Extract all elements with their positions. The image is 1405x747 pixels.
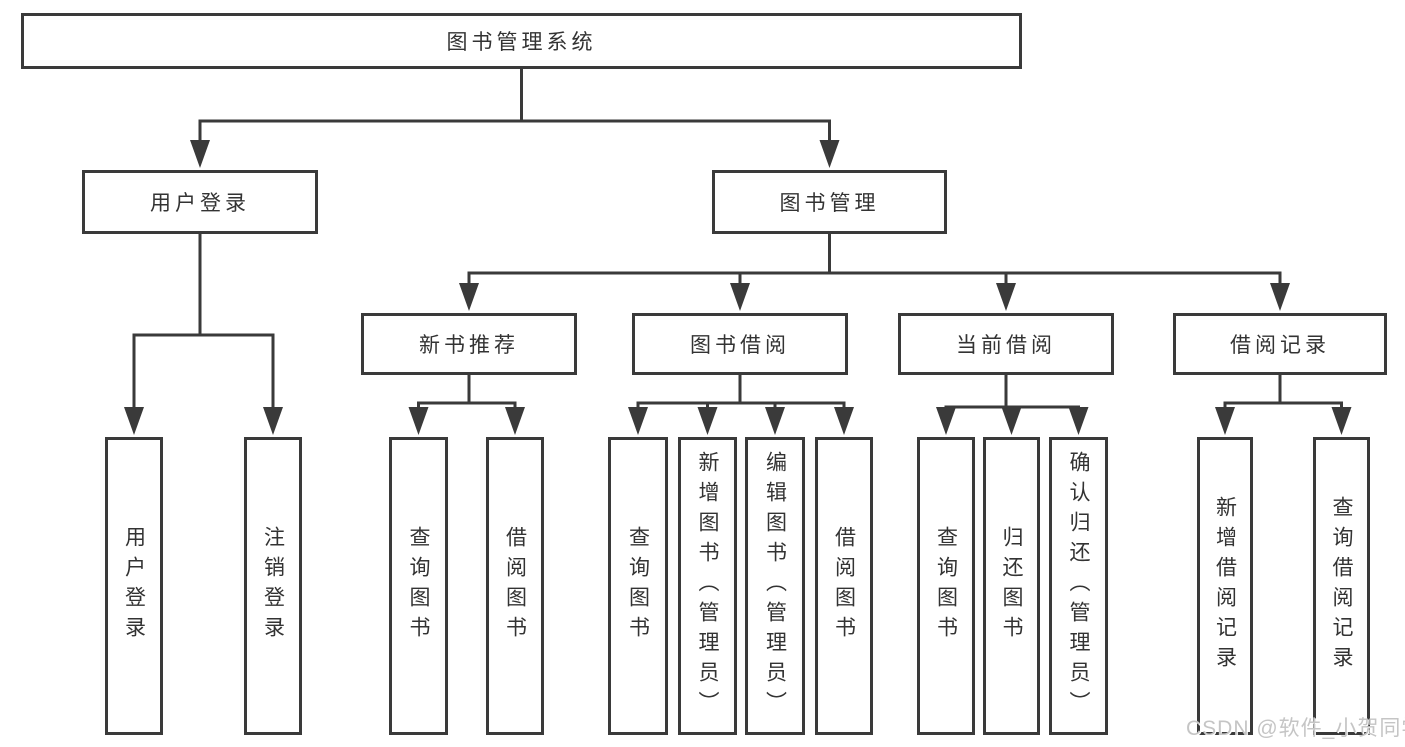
node-leaf-query-books-2: 查询图书 — [608, 437, 668, 735]
node-leaf-add-books-label: 新增图书（管理员） — [696, 451, 719, 721]
node-leaf-confirm-return: 确认归还（管理员） — [1049, 437, 1108, 735]
node-leaf-logout: 注销登录 — [244, 437, 302, 735]
node-leaf-edit-books-label: 编辑图书（管理员） — [763, 451, 787, 721]
node-leaf-borrow-books-1-label: 借阅图书 — [503, 526, 527, 646]
node-leaf-query-books-1: 查询图书 — [389, 437, 448, 735]
arrowhead-down-icon — [505, 407, 525, 435]
arrowhead-down-icon — [1215, 407, 1235, 435]
node-book-borrowing: 图书借阅 — [632, 313, 848, 375]
arrowhead-down-icon — [697, 407, 718, 435]
arrowhead-down-icon — [263, 407, 283, 435]
node-leaf-query-borrow-record: 查询借阅记录 — [1313, 437, 1370, 735]
node-leaf-return-books: 归还图书 — [983, 437, 1040, 735]
node-leaf-logout-label: 注销登录 — [261, 526, 285, 646]
arrowhead-down-icon — [1001, 407, 1022, 435]
node-borrowing-records-label: 借阅记录 — [1230, 334, 1330, 357]
node-new-book-recommend: 新书推荐 — [361, 313, 577, 375]
node-current-borrowing-label: 当前借阅 — [956, 334, 1056, 357]
arrowhead-down-icon — [834, 407, 854, 435]
node-current-borrowing: 当前借阅 — [898, 313, 1114, 375]
node-leaf-borrow-books-1: 借阅图书 — [486, 437, 544, 735]
node-leaf-borrow-books-2-label: 借阅图书 — [832, 526, 856, 646]
node-leaf-add-borrow-record: 新增借阅记录 — [1197, 437, 1253, 735]
arrowhead-down-icon — [730, 283, 750, 311]
arrowhead-down-icon — [1068, 407, 1089, 435]
node-new-book-recommend-label: 新书推荐 — [419, 334, 519, 357]
node-leaf-borrow-books-2: 借阅图书 — [815, 437, 873, 735]
arrowhead-down-icon — [628, 407, 648, 435]
node-leaf-confirm-return-label: 确认归还（管理员） — [1067, 451, 1090, 721]
node-leaf-user-login-label: 用户登录 — [122, 526, 146, 646]
node-leaf-return-books-label: 归还图书 — [1000, 526, 1023, 646]
node-leaf-add-borrow-record-label: 新增借阅记录 — [1213, 496, 1237, 676]
node-system-root: 图书管理系统 — [21, 13, 1022, 69]
node-borrowing-records: 借阅记录 — [1173, 313, 1387, 375]
node-leaf-query-books-3-label: 查询图书 — [934, 526, 958, 646]
arrowhead-down-icon — [190, 140, 210, 168]
node-book-borrowing-label: 图书借阅 — [690, 334, 790, 357]
arrowhead-down-icon — [819, 140, 840, 168]
arrowhead-down-icon — [996, 283, 1016, 311]
node-leaf-user-login: 用户登录 — [105, 437, 163, 735]
arrowhead-down-icon — [408, 407, 429, 435]
arrowhead-down-icon — [459, 283, 479, 311]
arrowhead-down-icon — [124, 407, 144, 435]
node-book-management-module-label: 图书管理 — [779, 192, 880, 215]
node-user-login-module: 用户登录 — [82, 170, 318, 234]
node-book-management-module: 图书管理 — [712, 170, 947, 234]
node-leaf-add-books: 新增图书（管理员） — [678, 437, 737, 735]
csdn-watermark: CSDN @软件_小贺同学 — [1186, 717, 1405, 740]
node-user-login-module-label: 用户登录 — [150, 192, 250, 215]
arrowhead-down-icon — [765, 407, 785, 435]
node-system-root-label: 图书管理系统 — [446, 31, 597, 54]
node-leaf-edit-books: 编辑图书（管理员） — [745, 437, 805, 735]
node-leaf-query-books-2-label: 查询图书 — [626, 526, 650, 646]
arrowhead-down-icon — [1331, 407, 1352, 435]
node-leaf-query-borrow-record-label: 查询借阅记录 — [1330, 496, 1353, 676]
node-leaf-query-books-1-label: 查询图书 — [407, 526, 430, 646]
node-leaf-query-books-3: 查询图书 — [917, 437, 975, 735]
arrowhead-down-icon — [1270, 283, 1290, 311]
arrowhead-down-icon — [936, 407, 956, 435]
